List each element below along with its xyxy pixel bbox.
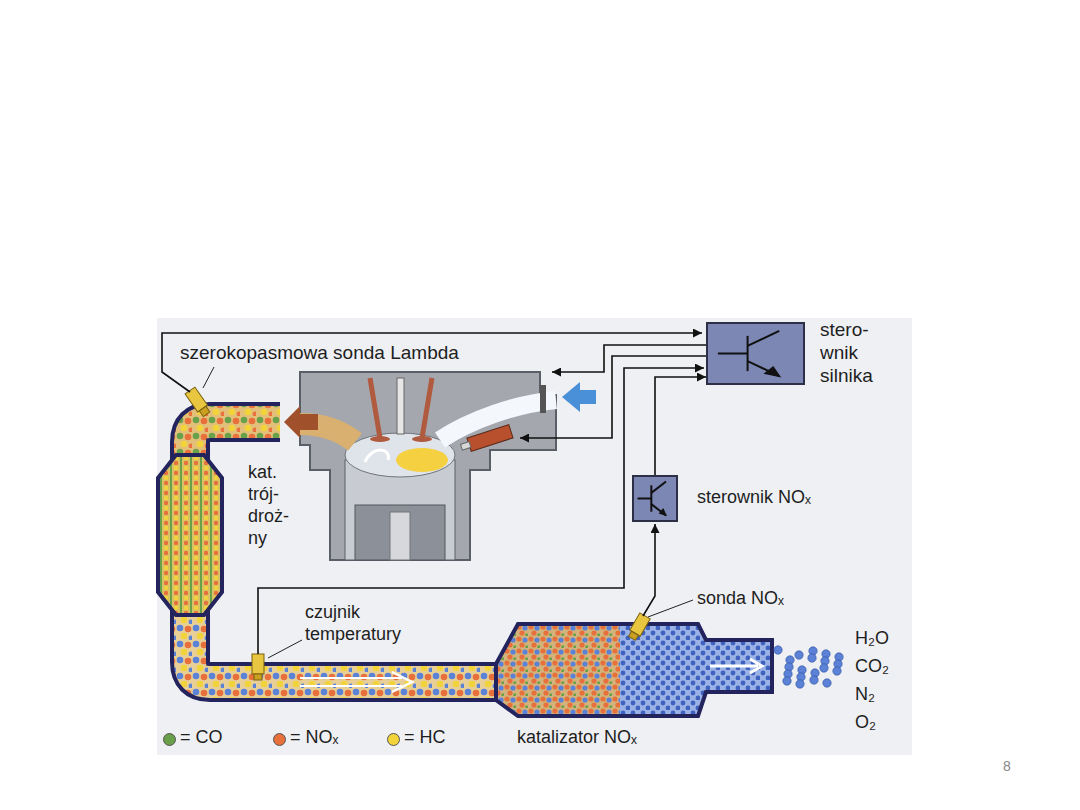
transistor-symbol — [763, 366, 781, 377]
signal-wire — [258, 368, 704, 654]
transistor-symbol — [651, 504, 666, 515]
legend-swatch — [273, 733, 286, 746]
controller-label: sterownik NOₓ — [697, 487, 811, 509]
clean-gas-dots — [820, 664, 828, 672]
nox-catalyst — [496, 624, 772, 716]
injector — [461, 442, 471, 450]
clean-gas-dots — [823, 679, 831, 687]
engine — [345, 433, 455, 477]
nox-catalyst — [750, 659, 762, 673]
nox-controller: sterownik NOₓ — [632, 475, 813, 522]
clean-gas-dots — [796, 680, 804, 688]
engine — [397, 378, 404, 434]
exhaust-pipe — [392, 672, 412, 692]
transistor-symbol — [638, 482, 667, 517]
legend-swatch — [163, 733, 176, 746]
nox-sensor — [627, 613, 650, 642]
injector — [459, 425, 513, 454]
sensor-label: szerokopasmowa sonda Lambda — [180, 341, 459, 364]
legend-label: = NOₓ — [290, 727, 338, 749]
engine — [422, 378, 432, 438]
exhaust-pipe — [300, 677, 402, 679]
leader-line — [648, 600, 693, 617]
signal-wire — [162, 333, 702, 392]
legend-label: = CO — [180, 727, 223, 749]
transistor-symbol — [632, 475, 678, 522]
temperature-sensor — [252, 654, 264, 680]
transistor-symbol — [638, 498, 652, 500]
gas-label: O₂ — [855, 712, 876, 734]
catalyst-label: katalizator NOₓ — [517, 727, 637, 749]
engine — [284, 372, 596, 560]
clean-gas-dots — [783, 677, 791, 685]
nox-catalyst — [620, 624, 772, 716]
gas-label: CO₂ — [855, 656, 889, 678]
engine — [390, 512, 410, 560]
sensor-label: czujnik temperatury — [305, 602, 423, 646]
clean-gas-dots — [774, 646, 782, 654]
legend-label: = HC — [404, 727, 446, 749]
transistor-symbol — [659, 508, 667, 516]
gas-label: N₂ — [855, 684, 875, 706]
exhaust-arrow — [284, 406, 318, 438]
exhaust-pipe — [300, 685, 402, 687]
engine — [370, 436, 390, 442]
gas-label: H₂O — [855, 628, 889, 650]
engine — [370, 378, 380, 438]
legend-swatch — [387, 733, 400, 746]
nox-catalyst — [710, 665, 758, 668]
transistor-symbol — [651, 482, 666, 493]
sensor-label: sonda NOₓ — [697, 588, 784, 610]
diagram-ground — [157, 318, 912, 755]
nox-sensor — [629, 631, 639, 640]
lambda-sensor — [199, 406, 210, 416]
page-number: 8 — [1003, 758, 1011, 775]
clean-gas-dots — [810, 676, 818, 684]
engine-controller: stero- wnik silnika — [706, 322, 902, 390]
signal-wire — [162, 333, 706, 654]
throttle — [540, 385, 546, 413]
temperature-sensor — [254, 674, 262, 680]
temperature-sensor — [252, 654, 264, 674]
three-way-catalyst — [158, 455, 222, 615]
clean-gas-dots — [774, 646, 843, 688]
transistor-symbol — [706, 322, 805, 385]
exhaust-pipe — [190, 422, 505, 692]
engine — [365, 450, 389, 462]
clean-gas-dots — [808, 654, 816, 662]
transistor-symbol — [718, 353, 748, 355]
signal-wire — [655, 377, 706, 475]
leader-line — [268, 640, 302, 658]
exhaust-pipe — [190, 422, 505, 682]
nox-catalyst — [496, 624, 772, 716]
injector — [467, 425, 513, 452]
transistor-symbol — [748, 331, 780, 346]
exhaust-pipe — [190, 600, 505, 682]
leader-line — [203, 367, 693, 658]
catalyst-label: kat. trój- droż- ny — [248, 462, 300, 550]
clean-gas-dots — [795, 651, 803, 659]
engine — [355, 505, 445, 560]
clean-gas-dots — [833, 667, 841, 675]
engine — [396, 448, 448, 472]
engine — [412, 436, 432, 442]
controller-label: stero- wnik silnika — [820, 318, 900, 388]
intake-arrow — [562, 382, 596, 412]
transistor-symbol — [718, 331, 781, 378]
nox-catalyst — [496, 624, 772, 716]
leader-line — [203, 367, 214, 388]
signal-wire — [643, 524, 655, 616]
engine — [300, 372, 556, 560]
